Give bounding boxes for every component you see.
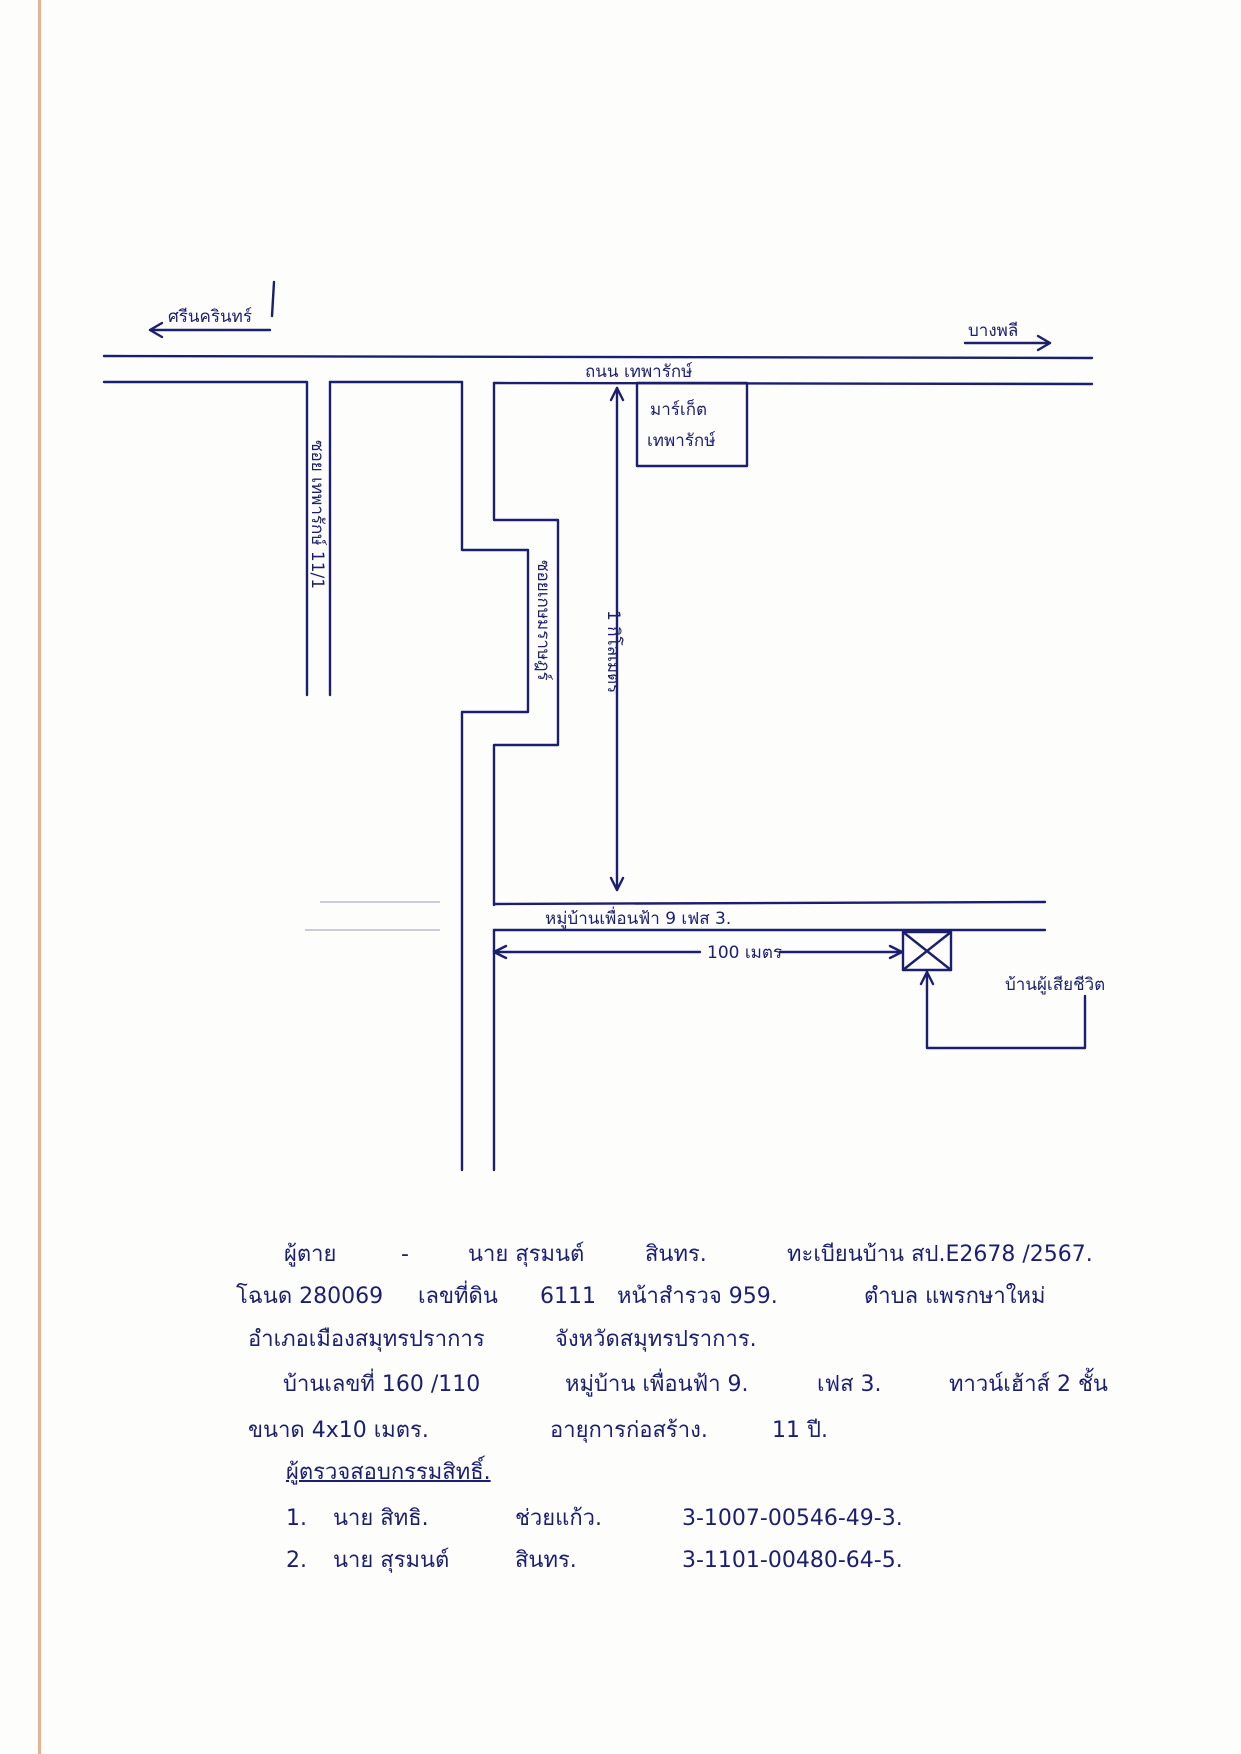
- notes-line-2: โฉนด 280069 เลขที่ดิน 6111 หน้าสำรวจ 959…: [236, 1282, 1046, 1312]
- village-road-label: หมู่บ้านเพื่อนฟ้า 9 เฟส 3.: [545, 906, 731, 929]
- witness-surname: ช่วยแก้ว.: [515, 1506, 603, 1531]
- district: อำเภอเมืองสมุทรปราการ: [248, 1327, 485, 1352]
- witness-number: 1.: [286, 1506, 307, 1531]
- left-direction-arrow: [148, 280, 276, 339]
- house-number: บ้านเลขที่ 160 /110: [283, 1372, 481, 1397]
- notes-line-3: อำเภอเมืองสมุทรปราการ จังหวัดสมุทรปราการ…: [248, 1325, 757, 1355]
- village-road: [305, 900, 1047, 932]
- building-age: 11 ปี.: [772, 1418, 828, 1443]
- vertical-distance-arrow: [609, 386, 625, 892]
- witness-row-2: 2. นาย สุรมนต์ สินทร. 3-1101-00480-64-5.: [286, 1546, 903, 1576]
- subdistrict: ตำบล แพรกษาใหม่: [864, 1284, 1046, 1309]
- village-phase: เฟส 3.: [817, 1372, 882, 1397]
- witness-surname: สินทร.: [515, 1548, 577, 1573]
- direction-right-label: บางพลี: [968, 321, 1018, 341]
- witness-id: 3-1007-00546-49-3.: [682, 1506, 903, 1531]
- land-number: 6111: [540, 1284, 596, 1309]
- witness-number: 2.: [286, 1548, 307, 1573]
- witness-name: นาย สุรมนต์: [333, 1548, 450, 1573]
- survey-page: หน้าสำรวจ 959.: [617, 1284, 778, 1309]
- building-age-label: อายุการก่อสร้าง.: [550, 1418, 708, 1443]
- right-direction-arrow: [963, 334, 1052, 352]
- deceased-name: นาย สุรมนต์: [468, 1242, 585, 1267]
- direction-left-label: ศรีนครินทร์: [168, 307, 252, 327]
- vertical-distance-label: 1 กิโลเมตร: [603, 610, 624, 693]
- market-label-2: เทพารักษ์: [647, 431, 716, 451]
- house-label: บ้านผู้เสียชีวิต: [1005, 975, 1105, 995]
- middle-soi: [460, 380, 560, 1172]
- notes-line-5: ขนาด 4x10 เมตร. อายุการก่อสร้าง. 11 ปี.: [248, 1416, 828, 1446]
- building-type: ทาวน์เฮ้าส์ 2 ชั้น: [949, 1372, 1108, 1397]
- right-soi-label: ซอยเกษมราษฎร์: [533, 560, 553, 681]
- deceased-label: ผู้ตาย: [284, 1242, 337, 1267]
- witness-heading: ผู้ตรวจสอบกรรมสิทธิ์.: [286, 1460, 491, 1485]
- main-road-label: ถนน เทพารักษ์: [585, 362, 693, 382]
- witness-row-1: 1. นาย สิทธิ. ช่วยแก้ว. 3-1007-00546-49-…: [286, 1504, 903, 1534]
- witness-name: นาย สิทธิ.: [333, 1506, 429, 1531]
- province: จังหวัดสมุทรปราการ.: [555, 1327, 757, 1352]
- witness-id: 3-1101-00480-64-5.: [682, 1548, 903, 1573]
- building-size: ขนาด 4x10 เมตร.: [248, 1418, 429, 1443]
- page-margin-rule: [38, 0, 41, 1754]
- horizontal-distance-label: 100 เมตร: [707, 943, 782, 963]
- village-name: หมู่บ้าน เพื่อนฟ้า 9.: [565, 1372, 749, 1397]
- house-marker: [901, 930, 953, 972]
- house-pointer-arrow: [919, 970, 1087, 1050]
- deed-number: โฉนด 280069: [236, 1284, 384, 1309]
- market-box: [635, 381, 749, 468]
- horizontal-distance-arrow: [492, 944, 904, 960]
- deceased-surname: สินทร.: [645, 1242, 707, 1267]
- left-soi: [305, 380, 332, 697]
- main-road: [102, 354, 1094, 386]
- land-number-label: เลขที่ดิน: [418, 1284, 498, 1309]
- left-soi-label: ซอย เทพารักษ์ 11/1: [307, 440, 327, 589]
- market-label-1: มาร์เก็ต: [650, 398, 707, 420]
- notes-line-1: ผู้ตาย - นาย สุรมนต์ สินทร. ทะเบียนบ้าน …: [284, 1240, 1093, 1270]
- dash: -: [401, 1242, 409, 1267]
- house-registration: ทะเบียนบ้าน สป.E2678 /2567.: [787, 1242, 1093, 1267]
- notes-line-4: บ้านเลขที่ 160 /110 หมู่บ้าน เพื่อนฟ้า 9…: [283, 1370, 1108, 1400]
